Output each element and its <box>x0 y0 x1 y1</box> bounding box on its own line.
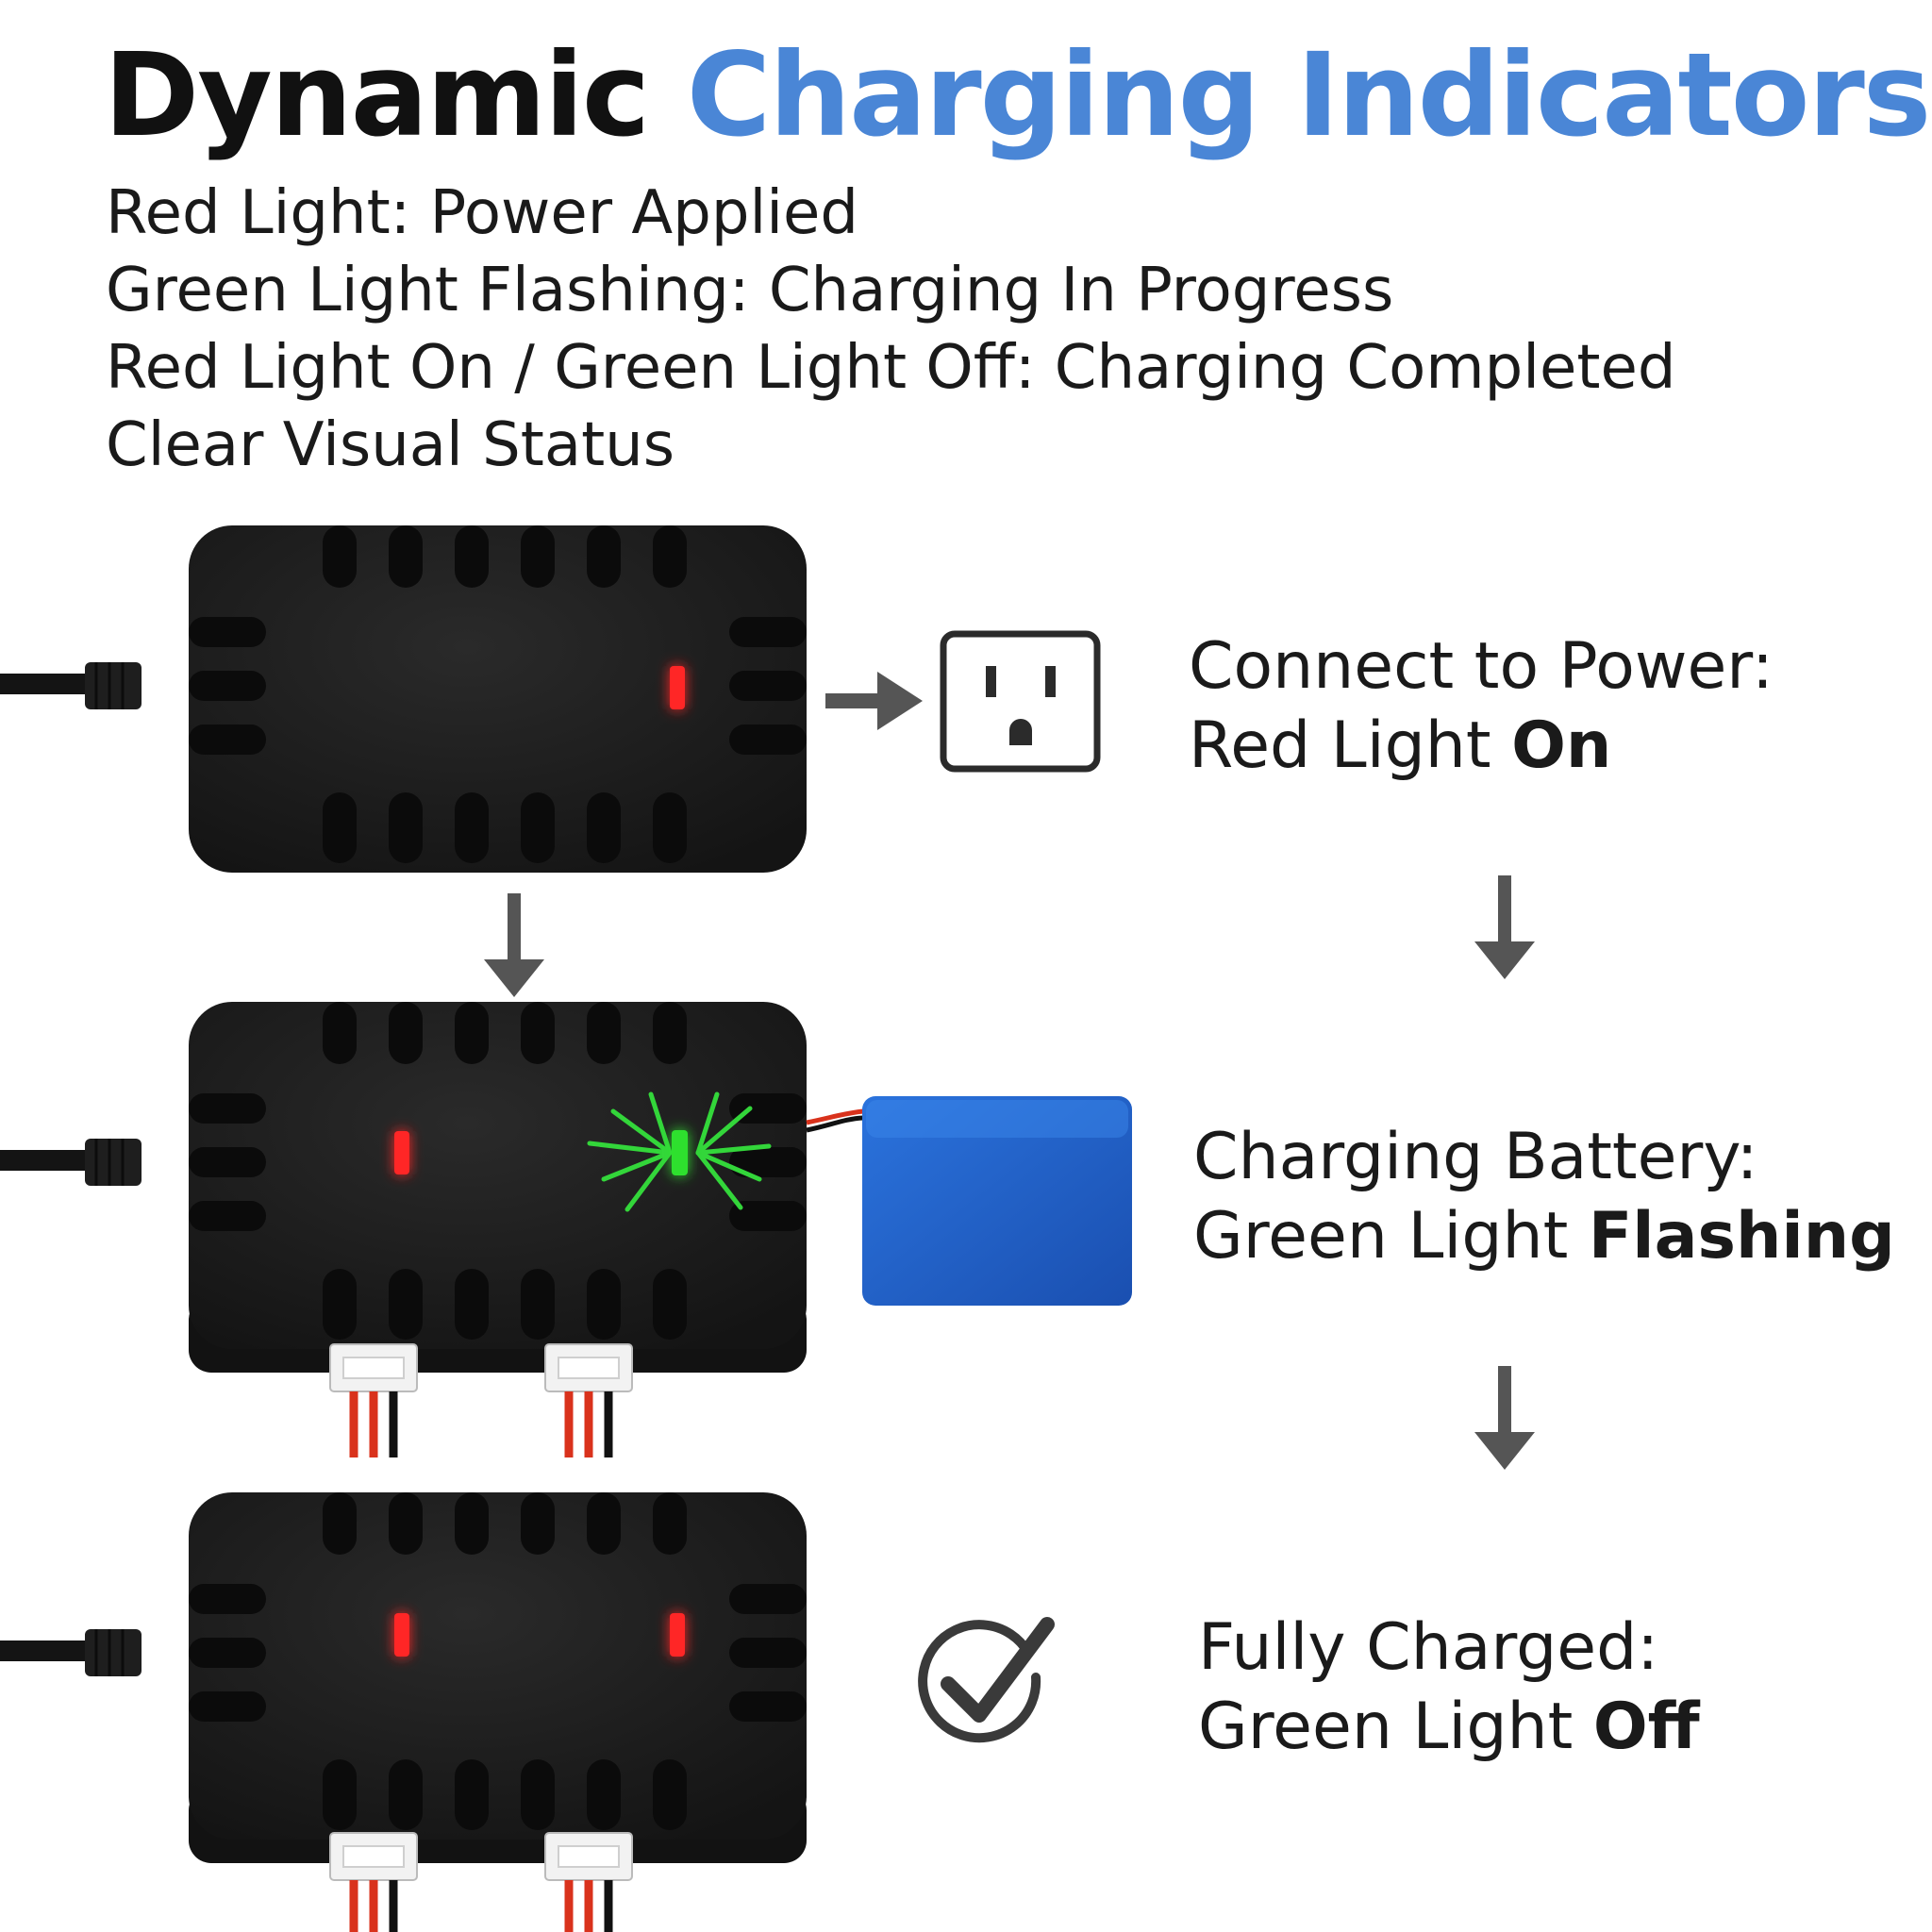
title-dynamic: Dynamic <box>104 28 650 162</box>
step-charging-battery: Charging Battery: Green Light Flashing <box>1193 1118 1895 1276</box>
battery-icon <box>862 1096 1132 1306</box>
step-heading: Connect to Power: <box>1189 629 1774 704</box>
step-status: Red Light On <box>1189 707 1774 786</box>
title-charging-indicators: Charging Indicators <box>686 28 1932 162</box>
charger-charging <box>0 1002 864 1457</box>
red-led <box>394 1613 409 1657</box>
checkmark-icon <box>918 1617 1055 1743</box>
step-status-keyword: Flashing <box>1588 1199 1895 1274</box>
charger-connected <box>0 525 807 873</box>
step-heading: Charging Battery: <box>1193 1120 1758 1194</box>
red-led <box>670 666 685 709</box>
step-status-keyword: Off <box>1592 1690 1700 1764</box>
flashing-rays <box>587 1091 772 1212</box>
power-outlet-icon <box>940 630 1101 773</box>
red-led <box>394 1131 409 1174</box>
page-title: Dynamic Charging Indicators <box>104 26 1932 164</box>
red-led <box>670 1613 685 1657</box>
green-led <box>672 1130 688 1175</box>
step-status-keyword: On <box>1511 708 1612 783</box>
step-status-prefix: Red Light <box>1189 708 1512 783</box>
charger-fully-charged <box>0 1492 807 1932</box>
step-heading: Fully Charged: <box>1198 1610 1659 1685</box>
step-fully-charged: Fully Charged: Green Light Off <box>1198 1608 1700 1767</box>
feature-item: Clear Visual Status <box>106 410 675 480</box>
arrow-down-icon <box>1474 875 1535 979</box>
step-status: Green Light Off <box>1198 1688 1700 1767</box>
arrow-down-icon <box>484 893 544 997</box>
step-status: Green Light Flashing <box>1193 1197 1895 1276</box>
step-status-prefix: Green Light <box>1198 1690 1593 1764</box>
feature-list: Red Light: Power Applied Green Light Fla… <box>106 175 1675 484</box>
step-status-prefix: Green Light <box>1193 1199 1589 1274</box>
feature-item: Red Light On / Green Light Off: Charging… <box>106 333 1676 403</box>
arrow-down-icon <box>1474 1366 1535 1470</box>
step-connect-power: Connect to Power: Red Light On <box>1189 627 1774 786</box>
feature-item: Red Light: Power Applied <box>106 178 858 248</box>
arrow-right-icon <box>825 672 923 730</box>
feature-item: Green Light Flashing: Charging In Progre… <box>106 256 1394 325</box>
